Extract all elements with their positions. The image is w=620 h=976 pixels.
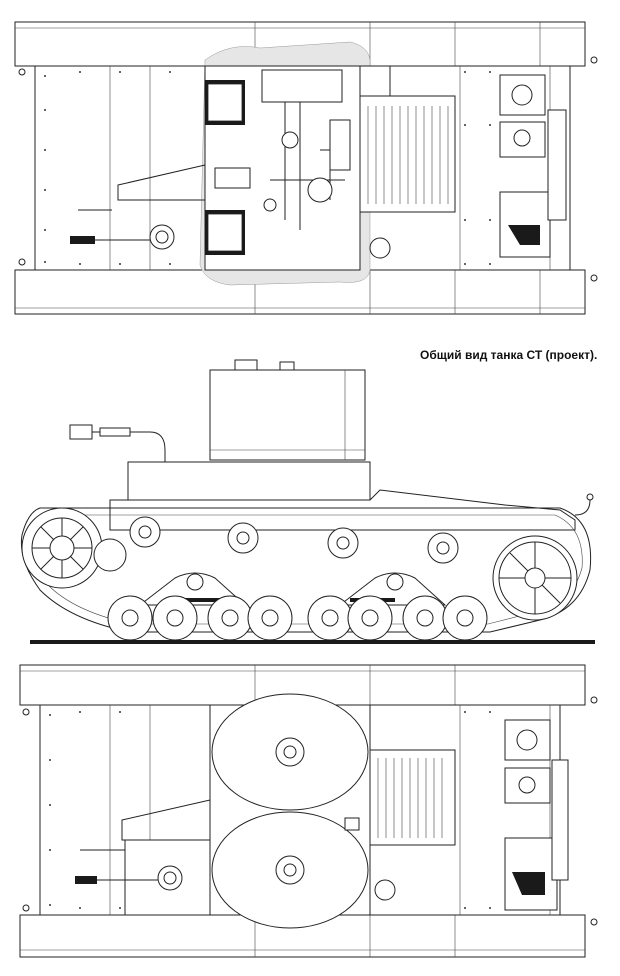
radiator-2 bbox=[369, 749, 456, 846]
periscope bbox=[72, 431, 166, 462]
road-wheels bbox=[107, 595, 488, 641]
hull-side bbox=[109, 489, 576, 531]
radiator bbox=[359, 95, 456, 213]
gear-assembly bbox=[307, 177, 333, 203]
top-view-hull-open bbox=[14, 21, 598, 315]
track bbox=[20, 507, 592, 633]
caption: Общий вид танка СТ (проект). bbox=[420, 348, 598, 362]
side-view bbox=[20, 359, 595, 644]
top-view-hull-closed bbox=[19, 664, 598, 958]
rear-hatch bbox=[499, 191, 551, 258]
filler-cap bbox=[369, 237, 391, 259]
superstructure bbox=[127, 461, 371, 501]
turret bbox=[209, 369, 366, 461]
instrument-box bbox=[261, 69, 343, 103]
lower-fender bbox=[14, 269, 586, 315]
front-glacis bbox=[117, 164, 206, 201]
ground-line bbox=[30, 640, 595, 644]
